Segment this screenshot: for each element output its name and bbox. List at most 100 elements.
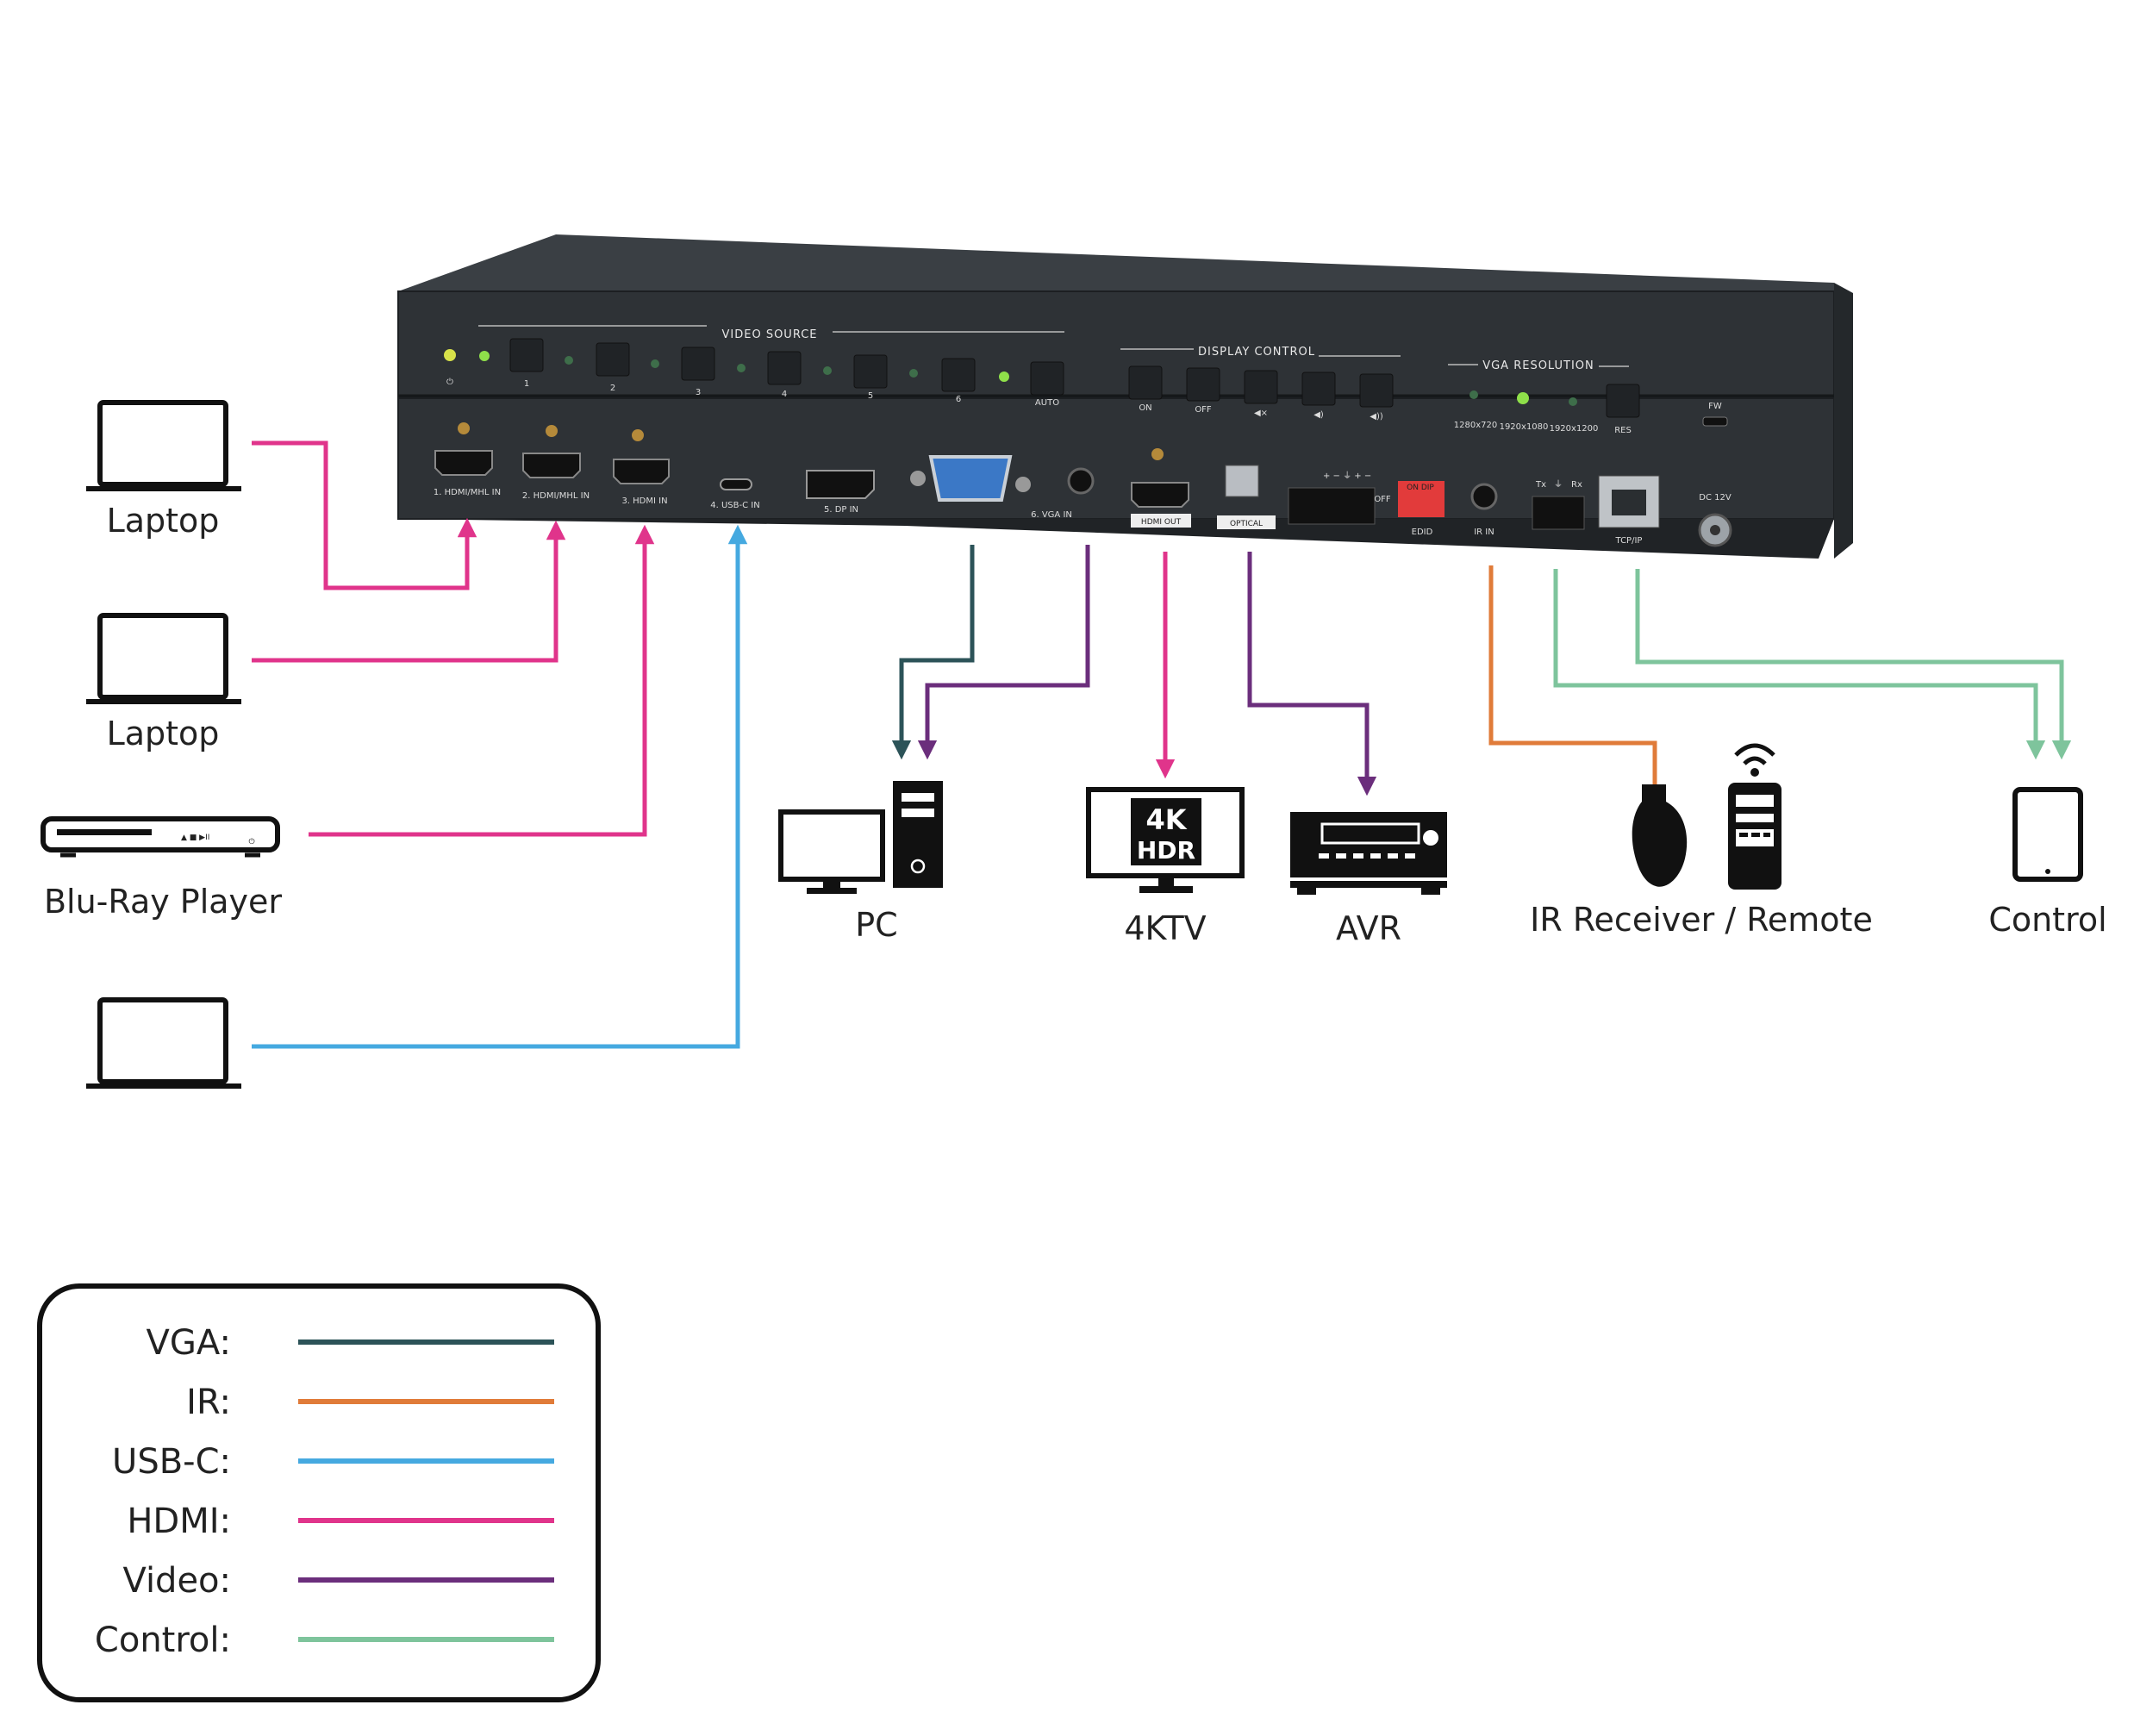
svg-text:ON: ON xyxy=(1139,403,1151,413)
output-cables xyxy=(891,545,2072,796)
input-cables xyxy=(252,440,748,1049)
hdmi-in-2-port[interactable] xyxy=(522,425,581,478)
volume-down-icon: ◀) xyxy=(1313,410,1324,420)
laptop-icon xyxy=(86,613,241,704)
display-control-buttons: ON OFF ◀× ◀) ◀)) xyxy=(1128,365,1394,422)
laptop-2-label: Laptop xyxy=(107,715,220,752)
video-source-label: VIDEO SOURCE xyxy=(722,328,818,341)
source-button-3[interactable] xyxy=(681,347,715,381)
svg-text:HDR: HDR xyxy=(1137,836,1195,865)
svg-text:ON DIP: ON DIP xyxy=(1407,484,1434,492)
mute-icon: ◀× xyxy=(1254,409,1268,418)
4k-tv: 4K HDR 4KTV xyxy=(1086,787,1245,947)
video-cable-avr xyxy=(1247,552,1377,796)
display-control-label: DISPLAY CONTROL xyxy=(1198,346,1315,359)
laptop-2: Laptop xyxy=(86,613,241,752)
resolution-led-active xyxy=(1517,392,1529,404)
matrix-switcher: VIDEO SOURCE DISPLAY CONTROL VGA RESOLUT… xyxy=(397,234,1853,559)
vga-cable-pc xyxy=(891,545,975,760)
ir-cable xyxy=(1488,565,1657,784)
legend-item-vga: VGA: xyxy=(147,1323,554,1363)
power-led xyxy=(444,349,456,361)
avr: AVR xyxy=(1290,812,1447,947)
laptop-1-label: Laptop xyxy=(107,502,220,540)
terminal-polarity: + − ⏚ + − xyxy=(1323,471,1371,481)
fw-port[interactable] xyxy=(1702,416,1728,427)
laptop-1: Laptop xyxy=(86,400,241,540)
rs232-terminal[interactable] xyxy=(1532,496,1585,530)
source-button-4[interactable] xyxy=(767,351,802,385)
svg-text:1: 1 xyxy=(524,379,529,389)
monitor-icon xyxy=(778,809,885,894)
legend-item-video: Video: xyxy=(122,1561,554,1601)
svg-text:VGA:: VGA: xyxy=(147,1323,232,1363)
source-button-6[interactable] xyxy=(941,358,976,392)
display-off-button[interactable] xyxy=(1186,367,1220,402)
res-button[interactable] xyxy=(1606,384,1640,418)
blu-ray-player-icon: ▲ ■ ▶II ⏻ xyxy=(41,816,280,858)
svg-text:1920x1200: 1920x1200 xyxy=(1550,424,1599,434)
ir-receiver-remote-label: IR Receiver / Remote xyxy=(1530,901,1873,939)
legend-item-control: Control: xyxy=(95,1620,554,1660)
hdmi-in-1-port[interactable] xyxy=(434,422,493,476)
svg-text:4K: 4K xyxy=(1145,803,1187,836)
usbc-in-port[interactable] xyxy=(720,478,752,490)
svg-text:6: 6 xyxy=(956,395,961,404)
tower-icon xyxy=(893,781,943,888)
source-button-1[interactable] xyxy=(509,338,544,372)
source-button-auto[interactable] xyxy=(1030,361,1064,396)
hdmi-out-port[interactable] xyxy=(1131,448,1189,508)
hdmi-in-3-port[interactable] xyxy=(613,429,670,484)
display-on-button[interactable] xyxy=(1128,365,1163,400)
usbc-cable-laptop-3 xyxy=(252,524,748,1049)
svg-text:FW: FW xyxy=(1708,402,1722,411)
svg-text:4: 4 xyxy=(782,390,787,399)
pc-label: PC xyxy=(855,906,897,944)
tv-icon: 4K HDR xyxy=(1086,787,1245,893)
rear-ports: 1. HDMI/MHL IN 2. HDMI/MHL IN 3. HDMI IN… xyxy=(434,422,1732,547)
svg-text:DC 12V: DC 12V xyxy=(1699,493,1732,503)
remote-icon xyxy=(1728,743,1781,890)
svg-text:IR:: IR: xyxy=(186,1383,231,1422)
source-button-2[interactable] xyxy=(596,342,630,377)
ground-symbol: ⏚ xyxy=(1554,479,1563,490)
ir-in-jack[interactable] xyxy=(1470,483,1498,510)
svg-text:3. HDMI IN: 3. HDMI IN xyxy=(621,496,667,506)
control-label: Control xyxy=(1988,901,2106,939)
source-button-5[interactable] xyxy=(853,354,888,389)
control-cable-tcpip xyxy=(1635,569,2072,760)
optical-port[interactable] xyxy=(1225,465,1259,497)
svg-text:5. DP IN: 5. DP IN xyxy=(824,505,858,515)
device-top xyxy=(398,234,1834,291)
audio-in-jack[interactable] xyxy=(1067,467,1095,495)
volume-up-icon: ◀)) xyxy=(1370,412,1383,422)
svg-text:5: 5 xyxy=(868,391,873,401)
edid-dip-switch[interactable] xyxy=(1398,481,1445,517)
device-front-panel xyxy=(397,290,1835,397)
svg-text:OPTICAL: OPTICAL xyxy=(1230,520,1263,528)
svg-text:OFF: OFF xyxy=(1195,405,1212,415)
avr-label: AVR xyxy=(1336,909,1401,947)
volume-down-button[interactable] xyxy=(1301,372,1336,406)
legend-item-hdmi: HDMI: xyxy=(127,1502,554,1541)
svg-text:4. USB-C IN: 4. USB-C IN xyxy=(710,501,759,510)
svg-text:HDMI OUT: HDMI OUT xyxy=(1141,518,1182,527)
tablet-icon xyxy=(2012,787,2083,882)
vga-in-port[interactable] xyxy=(910,455,1031,502)
dp-in-port[interactable] xyxy=(806,470,875,499)
ir-receiver-icon xyxy=(1632,784,1688,887)
svg-text:AUTO: AUTO xyxy=(1035,398,1059,408)
power-icon: ⏻ xyxy=(248,837,254,846)
mute-button[interactable] xyxy=(1244,370,1278,404)
svg-text:1920x1080: 1920x1080 xyxy=(1500,422,1549,432)
svg-text:USB-C:: USB-C: xyxy=(112,1442,231,1482)
audio-terminal-block[interactable] xyxy=(1288,487,1376,525)
volume-up-button[interactable] xyxy=(1359,373,1394,408)
svg-text:3: 3 xyxy=(696,388,701,397)
vga-resolution-label: VGA RESOLUTION xyxy=(1482,359,1594,372)
blu-ray-player: ▲ ■ ▶II ⏻ Blu-Ray Player xyxy=(41,816,282,921)
pc: PC xyxy=(778,781,943,944)
svg-text:TCP/IP: TCP/IP xyxy=(1615,536,1643,546)
legend-item-usbc: USB-C: xyxy=(112,1442,554,1482)
source-buttons: 1 2 3 4 5 6 AUTO xyxy=(509,338,1064,408)
